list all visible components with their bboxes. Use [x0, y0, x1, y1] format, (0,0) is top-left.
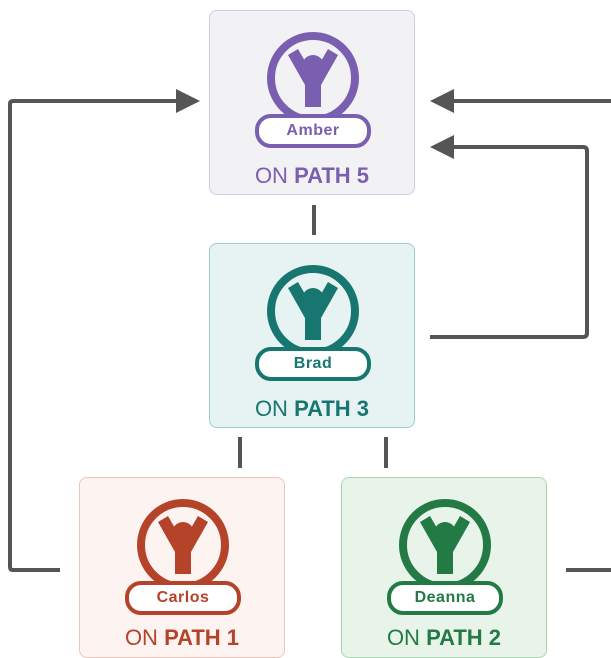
path-label-on: ON — [124, 625, 158, 650]
path-label: ON PATH 2 — [342, 625, 546, 651]
name-badge: Amber — [255, 114, 371, 148]
avatar-body — [420, 516, 470, 574]
avatar-body — [288, 282, 338, 340]
path-label-number: PATH 3 — [294, 396, 370, 421]
name-badge: Brad — [255, 347, 371, 381]
path-label: ON PATH 3 — [210, 396, 414, 422]
path-label-on: ON — [254, 163, 288, 188]
path-label-on: ON — [254, 396, 288, 421]
path-label-number: PATH 5 — [294, 163, 370, 188]
name-badge: Deanna — [387, 581, 503, 615]
avatar-body — [158, 516, 208, 574]
path-label: ON PATH 5 — [210, 163, 414, 189]
arrow-brad-to-amber — [430, 135, 589, 339]
path-label-number: PATH 2 — [426, 625, 502, 650]
path-label-on: ON — [386, 625, 420, 650]
arrow-carlos-to-amber — [8, 89, 200, 572]
avatar-body — [288, 49, 338, 107]
name-badge: Carlos — [125, 581, 241, 615]
path-label-number: PATH 1 — [164, 625, 240, 650]
path-label: ON PATH 1 — [80, 625, 284, 651]
